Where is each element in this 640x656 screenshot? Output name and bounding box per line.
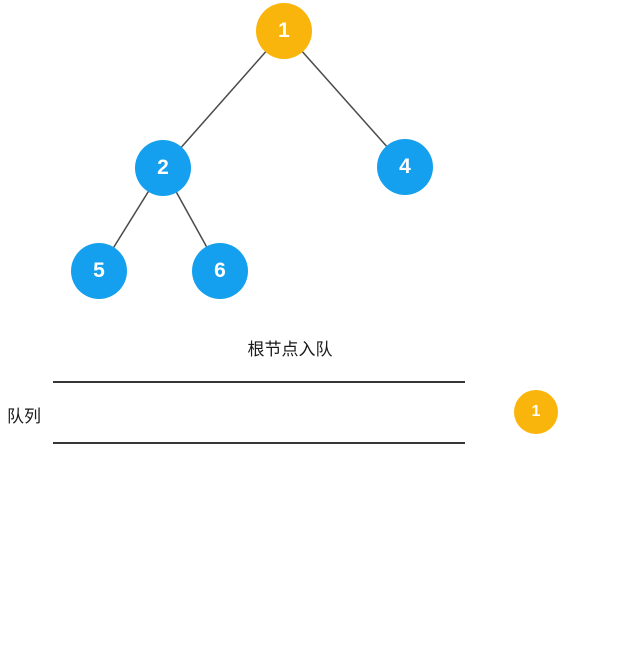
tree-node-1: 1: [256, 3, 312, 59]
tree-node-5: 5: [71, 243, 127, 299]
tree-node-2: 2: [135, 140, 191, 196]
queue-label: 队列: [7, 407, 41, 426]
tree-node-4: 4: [377, 139, 433, 195]
step-caption: 根节点入队: [247, 340, 333, 359]
tree-edge-1-2: [162, 30, 285, 169]
queue-incoming-item: 1: [514, 390, 558, 434]
tree-node-6: 6: [192, 243, 248, 299]
tree-edge-1-4: [283, 30, 406, 168]
